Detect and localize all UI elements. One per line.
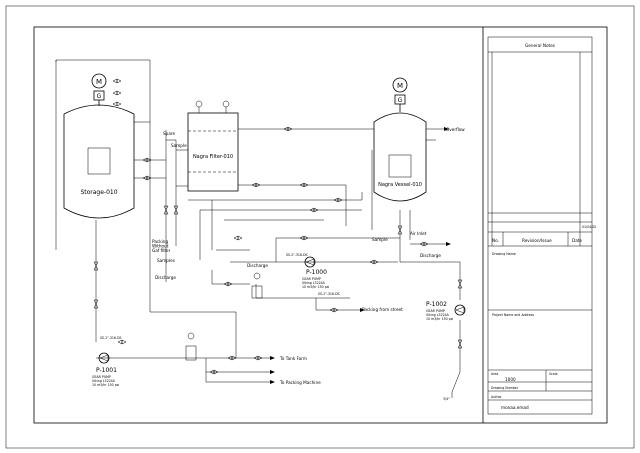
nagra-vessel-agitator-motor: M G [392, 77, 408, 112]
general-notes-heading: General Notes [525, 43, 555, 48]
drawing-name-label: Drawing Name [492, 252, 516, 256]
pump-p1001-tag: P-1001 [96, 367, 117, 374]
svg-text:G: G [97, 93, 102, 100]
svg-text:10 m3/hr 150 psi: 10 m3/hr 150 psi [92, 383, 119, 387]
spare-label: Spare [163, 131, 176, 136]
bottom-tag-label: 3/4" [443, 397, 450, 401]
svg-text:M: M [96, 78, 102, 86]
packing-without-line2: Without [152, 244, 169, 249]
discharge-right-label: Discharge [420, 253, 441, 258]
piping-lines [55, 59, 461, 398]
drawing-number-label: Drawing Number [491, 386, 519, 390]
air-inlet-label: Air Inlet [410, 231, 427, 236]
nagra-vessel: Nagra Vessel-010 [373, 112, 427, 202]
storage-tank: Storage-010 [63, 104, 135, 219]
storage-tank-label: Storage-010 [80, 189, 117, 196]
instrument-boxes [185, 272, 263, 361]
pump-p1002-tag: P-1002 [426, 301, 447, 308]
storage-agitator-motor: M G [91, 73, 107, 106]
svg-text:Viking L3224A: Viking L3224A [302, 281, 326, 285]
svg-text:Viking L3224A: Viking L3224A [92, 379, 116, 383]
overflow-label: Overflow [446, 127, 465, 132]
date-header: Date [572, 238, 582, 243]
svg-text:10 m3/hr 150 psi: 10 m3/hr 150 psi [302, 285, 329, 289]
flow-labels: Spare Sample Samples Packing Without Gaf… [100, 127, 465, 401]
area-label: Area [491, 372, 498, 376]
svg-text:GEAR PUMP: GEAR PUMP [302, 277, 321, 281]
packing-without-line3: Gaf filter [152, 248, 171, 253]
svg-text:G: G [398, 97, 403, 104]
no-header: No. [492, 238, 499, 243]
project-name-label: Project Name and Address [492, 313, 534, 317]
hose-tag-3: SS-2"-316-DS [318, 292, 340, 296]
hose-tag-2: SS-2"-316-DS [100, 336, 122, 340]
author-value: monaa.emad [501, 405, 529, 410]
title-block: General Notes 01/04/20 No. Revision/Issu… [487, 36, 596, 415]
pump-p1001: P-1001 GEAR PUMP Viking L3224A 10 m3/hr … [92, 352, 119, 387]
packing-machine-label: To Packing Machine [279, 380, 321, 385]
svg-text:M: M [397, 82, 403, 90]
discharge-mid-label: Discharge [247, 263, 268, 268]
area-value: 1000 [505, 377, 516, 382]
author-label: Author [491, 395, 502, 399]
revision-header: Revision/Issue [522, 238, 552, 243]
nagra-filter-label: Nagra Filter-010 [193, 154, 233, 160]
flow-arrows [270, 127, 451, 384]
packing-without-line1: Packing [152, 239, 168, 244]
tank-farm-label: To Tank Farm [279, 356, 307, 361]
pump-p1002: P-1002 GEAR PUMP Viking L3224A 10 m3/hr … [426, 301, 466, 321]
packing-street-label: Packing from street [362, 307, 403, 312]
sample-right-label: Sample [372, 237, 388, 242]
pump-p1000-tag: P-1000 [306, 269, 327, 276]
svg-text:GEAR PUMP: GEAR PUMP [92, 375, 111, 379]
pump-p1000: P-1000 GEAR PUMP Viking L3224A 10 m3/hr … [302, 256, 329, 289]
revision-date: 01/04/20 [582, 225, 596, 229]
scale-label: Scale [549, 372, 558, 376]
inner-border [33, 26, 608, 424]
samples-label: Samples [157, 258, 175, 263]
valves [93, 78, 463, 375]
outer-border [5, 5, 635, 449]
nagra-filter: Nagra Filter-010 [187, 100, 239, 192]
sample-top-label: Sample [171, 143, 187, 148]
discharge-left-label: Discharge [155, 275, 176, 280]
svg-text:10 m3/hr 150 psi: 10 m3/hr 150 psi [426, 317, 453, 321]
svg-text:GEAR PUMP: GEAR PUMP [426, 309, 445, 313]
svg-text:Viking L3224A: Viking L3224A [426, 313, 450, 317]
packing-without-label: Packing Without Gaf filter [152, 239, 171, 253]
nagra-vessel-label: Nagra Vessel-010 [378, 182, 422, 188]
hose-tag-1: SS-2"-316-DS [286, 253, 308, 257]
